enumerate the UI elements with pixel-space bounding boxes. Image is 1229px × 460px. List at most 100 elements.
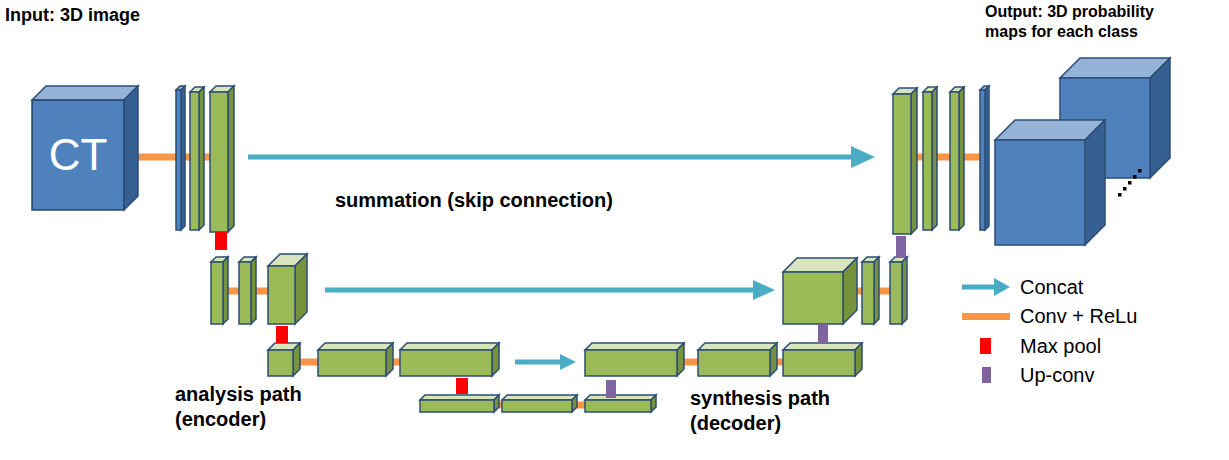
box-front bbox=[190, 92, 199, 230]
box-side bbox=[124, 86, 138, 210]
box-side bbox=[843, 258, 857, 324]
box-front bbox=[239, 262, 251, 324]
feature-map bbox=[890, 257, 907, 324]
output-heading: Output: 3D probability maps for each cla… bbox=[985, 2, 1200, 42]
ellipsis-dot bbox=[1138, 169, 1142, 173]
feature-map bbox=[585, 395, 656, 412]
ellipsis-dot bbox=[1128, 181, 1132, 185]
box-top bbox=[400, 343, 499, 350]
feature-map bbox=[190, 87, 204, 230]
image-volume: CT bbox=[32, 100, 124, 210]
concat-arrow bbox=[325, 280, 775, 300]
box-front bbox=[32, 100, 124, 210]
box-front bbox=[995, 140, 1085, 245]
box-front bbox=[862, 262, 874, 324]
box-front bbox=[502, 400, 572, 412]
max-pool bbox=[215, 232, 227, 250]
legend-text: Conv + ReLu bbox=[1020, 304, 1137, 328]
up-conv-swatch bbox=[982, 367, 991, 383]
input-heading: Input: 3D image bbox=[5, 4, 140, 27]
box-front bbox=[268, 350, 293, 376]
feature-map bbox=[420, 395, 499, 412]
feature-map bbox=[211, 257, 228, 324]
box-side bbox=[855, 343, 862, 376]
box-front bbox=[585, 350, 677, 376]
box-top bbox=[698, 343, 777, 350]
legend-text: Concat bbox=[1020, 275, 1083, 299]
box-side bbox=[911, 88, 917, 234]
volume-label: CT bbox=[49, 130, 108, 180]
arrow-head bbox=[851, 146, 875, 168]
box-side bbox=[295, 254, 307, 324]
arrow-head bbox=[994, 278, 1010, 296]
box-top bbox=[318, 343, 393, 350]
box-front bbox=[698, 350, 770, 376]
box-front bbox=[783, 272, 843, 324]
arrow-shaft bbox=[962, 285, 995, 290]
box-front bbox=[420, 400, 494, 412]
image-volume bbox=[980, 86, 989, 230]
max-pool bbox=[276, 326, 288, 343]
box-top bbox=[783, 343, 862, 350]
legend-text: Max pool bbox=[1020, 334, 1101, 358]
box-front bbox=[923, 92, 932, 230]
ellipsis-dot bbox=[1133, 175, 1137, 179]
feature-map bbox=[502, 395, 577, 412]
box-front bbox=[585, 400, 651, 412]
box-front bbox=[210, 92, 228, 232]
ellipsis-dot bbox=[1118, 193, 1122, 197]
feature-map bbox=[783, 343, 862, 376]
box-side bbox=[228, 86, 234, 232]
feature-map bbox=[585, 343, 684, 376]
max-pool-swatch bbox=[980, 338, 991, 354]
skip-caption: summation (skip connection) bbox=[335, 188, 613, 213]
box-front bbox=[783, 350, 855, 376]
feature-map bbox=[318, 343, 393, 376]
feature-map bbox=[268, 343, 300, 376]
feature-map bbox=[400, 343, 499, 376]
image-volume bbox=[176, 86, 185, 230]
feature-map bbox=[783, 258, 857, 324]
box-front bbox=[980, 90, 985, 230]
arrow-head bbox=[560, 354, 576, 370]
box-side bbox=[677, 343, 684, 376]
up-conv bbox=[818, 324, 828, 344]
ellipsis-dot bbox=[1123, 187, 1127, 191]
max-pool bbox=[456, 378, 468, 394]
feature-map bbox=[698, 343, 777, 376]
box-side bbox=[770, 343, 777, 376]
box-front bbox=[893, 94, 911, 234]
box-front bbox=[176, 90, 181, 230]
box-front bbox=[400, 350, 492, 376]
feature-map bbox=[862, 257, 879, 324]
feature-map bbox=[239, 257, 256, 324]
encoder-caption: analysis path (encoder) bbox=[175, 382, 325, 432]
box-side bbox=[1085, 120, 1105, 245]
image-volume bbox=[995, 120, 1105, 245]
feature-map bbox=[210, 86, 234, 232]
decoder-caption: synthesis path (decoder) bbox=[690, 386, 850, 436]
arrow-shaft bbox=[248, 155, 852, 160]
up-conv bbox=[896, 236, 906, 258]
feature-map bbox=[950, 87, 964, 230]
concat-arrow bbox=[515, 354, 576, 370]
box-front bbox=[950, 92, 959, 230]
arrow-shaft bbox=[515, 360, 561, 365]
box-side bbox=[386, 343, 393, 376]
image-volume bbox=[32, 86, 138, 210]
up-conv bbox=[606, 380, 616, 398]
arrow-shaft bbox=[325, 288, 754, 293]
concat-arrow bbox=[962, 278, 1010, 296]
feature-map bbox=[923, 87, 937, 230]
conv-relu-swatch bbox=[962, 313, 1010, 320]
box-side bbox=[492, 343, 499, 376]
box-front bbox=[268, 266, 295, 324]
box-front bbox=[211, 262, 223, 324]
box-front bbox=[318, 350, 386, 376]
arrow-head bbox=[753, 280, 775, 300]
box-top bbox=[585, 343, 684, 350]
box-side bbox=[1150, 58, 1170, 178]
box-side bbox=[293, 343, 300, 376]
legend-text: Up-conv bbox=[1020, 363, 1094, 387]
box-front bbox=[890, 262, 902, 324]
